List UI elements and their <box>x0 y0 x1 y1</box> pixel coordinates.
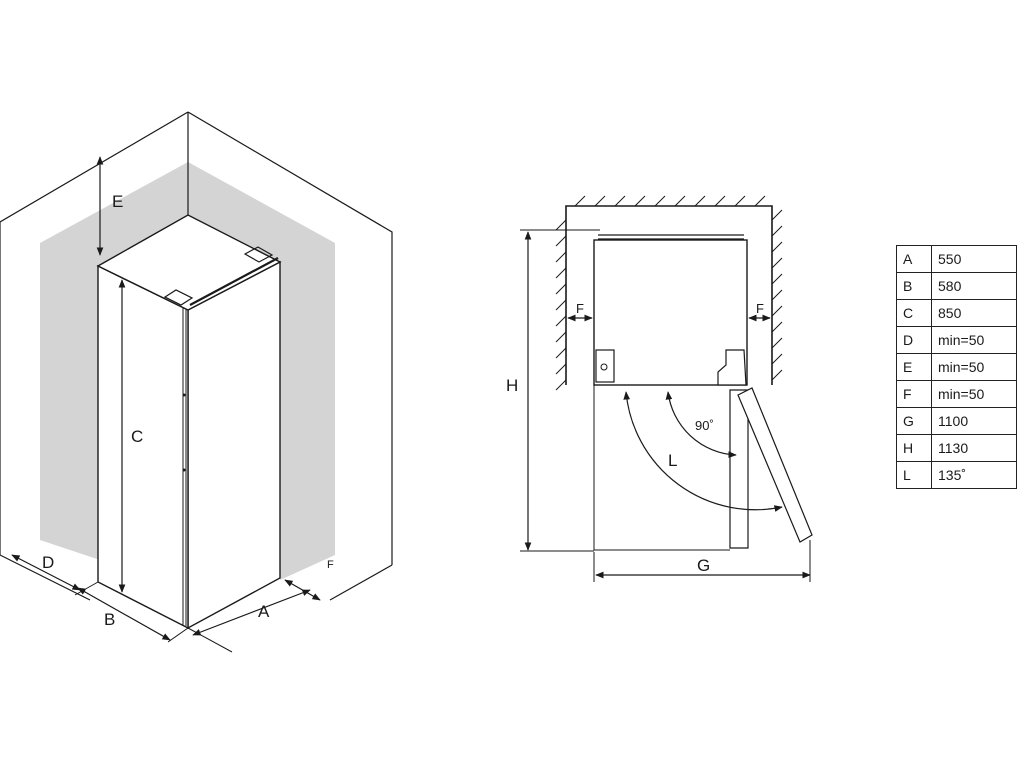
dim-ext-lines <box>74 581 233 653</box>
dim-line-D <box>11 554 81 591</box>
dimension-key: H <box>896 434 932 462</box>
dimension-key: E <box>896 353 932 381</box>
dimension-key: B <box>896 272 932 300</box>
clearance-shade-right <box>188 162 335 580</box>
dimension-key: C <box>896 299 932 327</box>
dim-ext-G <box>593 540 811 582</box>
dimension-key: D <box>896 326 932 354</box>
label-G: G <box>697 556 710 575</box>
dimension-key: F <box>896 380 932 408</box>
label-F: F <box>327 559 334 571</box>
dimension-value: min=50 <box>931 326 1017 354</box>
top-front-rim <box>189 257 279 306</box>
dimension-value: 850 <box>931 299 1017 327</box>
dimension-key: G <box>896 407 932 435</box>
plan-appliance-body <box>593 239 748 386</box>
appliance-top-face <box>96 214 282 311</box>
perspective-view: E C D B A F <box>0 111 393 653</box>
door-hinge-dot <box>182 393 186 397</box>
plan-floor-outline <box>593 385 730 551</box>
label-D: D <box>42 553 54 572</box>
appliance-side-face <box>97 264 189 630</box>
label-H: H <box>506 376 518 395</box>
dim-ext-H <box>520 229 600 552</box>
dimension-value: min=50 <box>931 353 1017 381</box>
dimension-value: 135˚ <box>931 461 1017 489</box>
dimension-value: 580 <box>931 272 1017 300</box>
plan-door-135 <box>737 387 813 543</box>
dimension-value: 550 <box>931 245 1017 273</box>
plan-wall <box>565 205 773 385</box>
label-L: L <box>668 451 677 470</box>
dim-line-B <box>77 587 171 641</box>
label-90: 90˚ <box>695 418 714 433</box>
door-hinge-dot <box>182 468 186 472</box>
dimension-key: L <box>896 461 932 489</box>
dim-line-F <box>284 579 321 601</box>
plan-appliance-back-rim <box>598 234 744 240</box>
door-edge <box>182 308 187 626</box>
label-C: C <box>131 427 143 446</box>
dimension-value: 1130 <box>931 434 1017 462</box>
label-F-left: F <box>576 301 584 316</box>
dimension-key: A <box>896 245 932 273</box>
label-A: A <box>258 602 270 621</box>
wall-hatch <box>555 195 783 391</box>
label-E: E <box>112 192 123 211</box>
plan-control-box <box>595 349 615 383</box>
dimension-value: min=50 <box>931 380 1017 408</box>
dimension-value: 1100 <box>931 407 1017 435</box>
arc-135 <box>623 391 783 512</box>
label-B: B <box>104 610 115 629</box>
appliance-front-face <box>187 260 281 630</box>
label-F-right: F <box>756 301 764 316</box>
plan-view: H G L 90˚ F F <box>506 195 813 582</box>
plan-hinge-block <box>717 349 747 386</box>
top-hinge <box>163 246 274 306</box>
plan-control-knob <box>600 363 608 371</box>
